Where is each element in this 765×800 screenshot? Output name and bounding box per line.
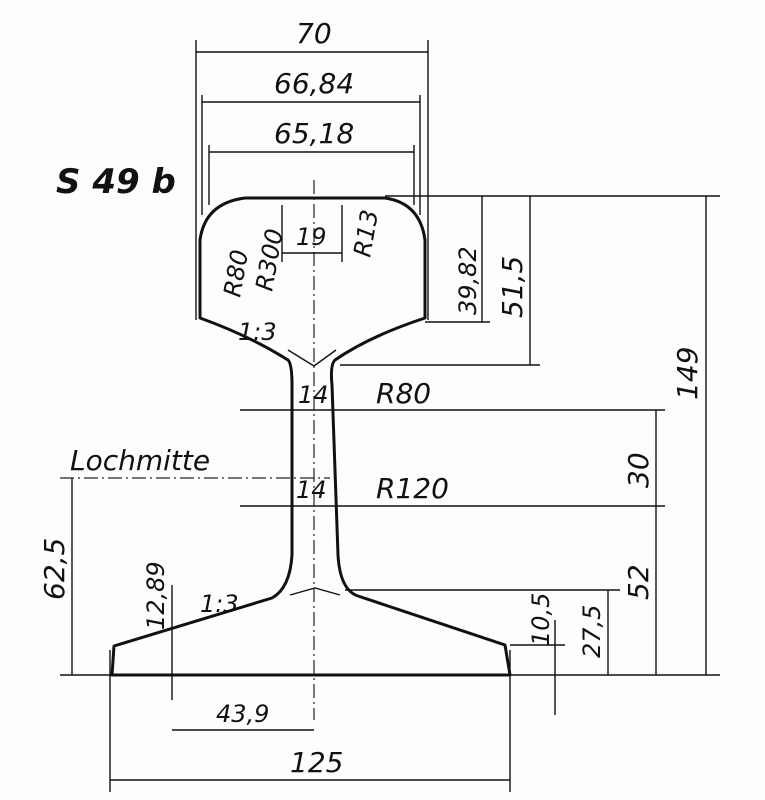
hole-center-label: Lochmitte [70,444,210,477]
dim-base-to-hole: 52 [622,564,655,600]
foot-slope-label: 1:3 [200,590,239,618]
dim-head-depth-2: 51,5 [496,256,529,318]
dim-head-width: 70 [296,17,332,50]
dim-web-radius-top: R80 [376,377,431,410]
dim-flange-height: 27,5 [578,605,606,658]
dim-head-width-2: 66,84 [274,67,354,100]
dim-web-spacing: 30 [622,452,655,488]
foot-fillet-line [289,587,341,596]
dim-edge-thickness: 10,5 [527,593,555,646]
dim-web-thickness-hole: 14 [296,476,327,504]
dim-crown-width: 19 [296,223,327,251]
dim-foot-half-width: 43,9 [216,700,269,728]
dim-web-thickness-top: 14 [298,381,329,409]
dim-head-width-3: 65,18 [274,117,354,150]
fillet-line [287,349,337,367]
dim-total-height: 149 [671,347,704,400]
profile-name: S 49 b [56,162,176,202]
dim-foot-edge-height: 12,89 [142,561,170,630]
dim-radius-13: R13 [348,208,384,259]
dim-foot-width: 125 [290,746,343,779]
dim-head-depth-1: 39,82 [454,246,482,315]
dim-radius-300: R300 [250,227,288,293]
head-slope-label: 1:3 [238,318,277,346]
dim-height-to-hole: 62,5 [38,538,71,600]
dim-web-radius-bottom: R120 [376,472,449,505]
dim-radius-80-head: R80 [218,248,254,299]
